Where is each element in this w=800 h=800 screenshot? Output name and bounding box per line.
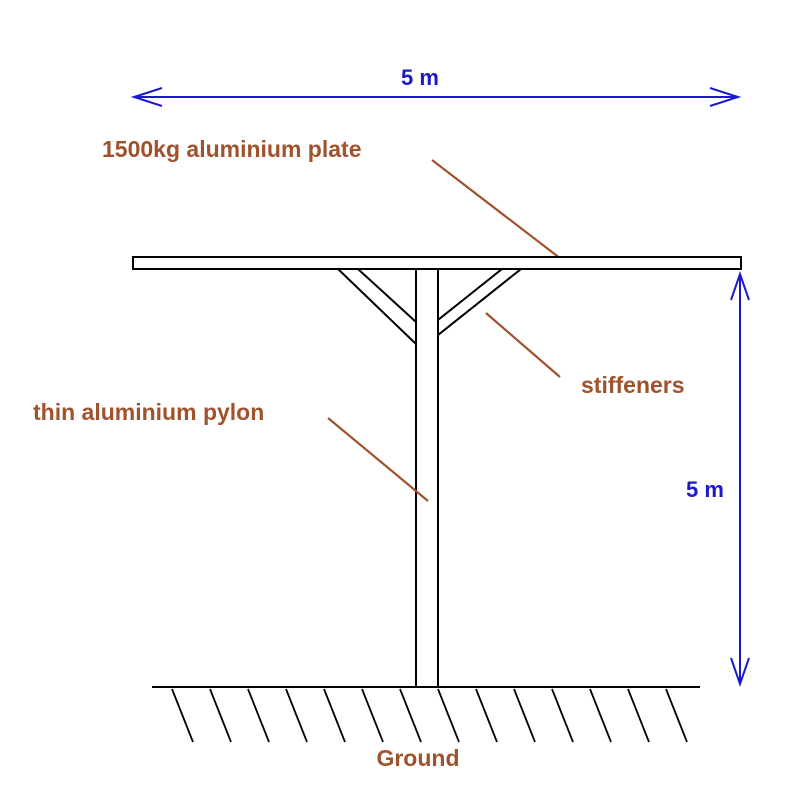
ground-hatch-line <box>247 688 270 743</box>
width-dimension-label: 5 m <box>401 65 439 90</box>
ground-label: Ground <box>376 745 459 771</box>
ground-hatch-line <box>209 688 232 743</box>
ground-hatch-line <box>285 688 308 743</box>
ground-hatch-line <box>323 688 346 743</box>
pylon-leader-line <box>327 417 429 502</box>
width-dimension: 5 m <box>130 65 742 107</box>
width-dimension-left-arrow <box>130 87 163 107</box>
ground-hatch-line <box>399 688 422 743</box>
height-dimension-bottom-arrow <box>730 657 750 688</box>
height-dimension: 5 m <box>686 270 750 688</box>
height-dimension-label: 5 m <box>686 477 724 502</box>
left-stiffener <box>335 268 417 347</box>
ground-hatch-line <box>551 688 574 743</box>
stiffeners-leader-line <box>485 312 561 378</box>
right-stiffener <box>437 268 524 338</box>
ground-hatching <box>171 688 688 743</box>
aluminium-plate <box>132 256 742 270</box>
ground-hatch-line <box>437 688 460 743</box>
ground-hatch-line <box>513 688 536 743</box>
height-dimension-top-arrow <box>730 270 750 301</box>
ground-hatch-line <box>589 688 612 743</box>
ground-hatch-line <box>361 688 384 743</box>
ground-hatch-line <box>627 688 650 743</box>
ground-hatch-line <box>665 688 688 743</box>
pylon <box>415 267 439 688</box>
ground-hatch-line <box>475 688 498 743</box>
stiffeners-label: stiffeners <box>581 372 685 398</box>
pylon-label: thin aluminium pylon <box>33 399 264 425</box>
plate-label: 1500kg aluminium plate <box>102 136 361 162</box>
ground <box>152 686 700 743</box>
width-dimension-right-arrow <box>709 87 742 107</box>
ground-hatch-line <box>171 688 194 743</box>
plate-leader-line <box>431 159 566 263</box>
